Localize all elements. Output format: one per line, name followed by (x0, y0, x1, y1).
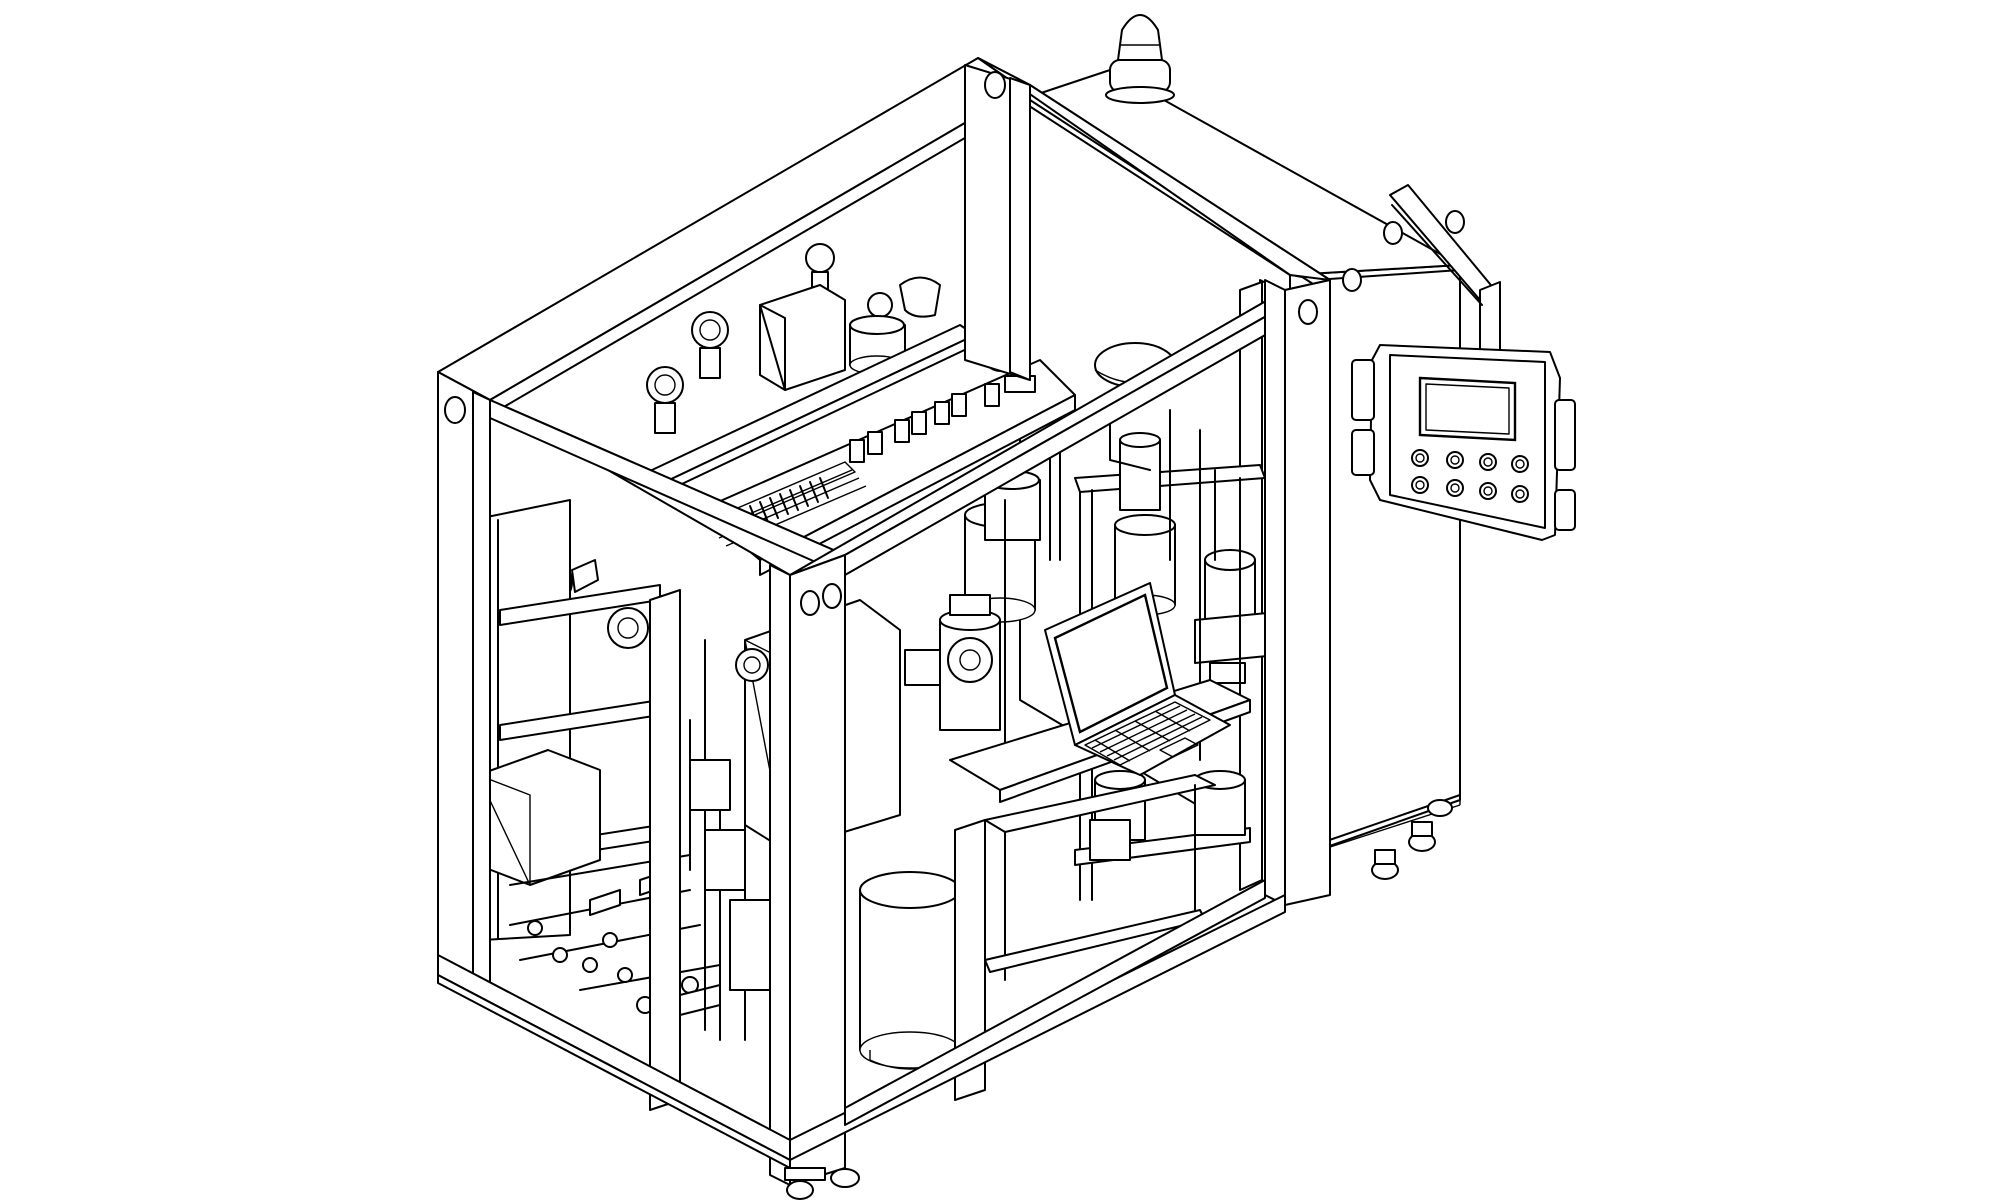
caster-wheel (784, 1167, 860, 1200)
pressure-transmitter (735, 648, 769, 682)
internal-components (477, 243, 1301, 1101)
instrument-block (759, 284, 846, 391)
lifting-hole (444, 71, 1318, 616)
caster-wheel (1427, 799, 1453, 817)
caster-wheel (1371, 849, 1399, 880)
laptop (949, 582, 1251, 803)
panel-support-arm (1389, 184, 1501, 351)
pressure-transmitter (646, 366, 684, 434)
centrifugal-pump (904, 594, 1001, 731)
vessel (1119, 432, 1161, 511)
elbow-fitting (899, 276, 941, 318)
pressure-transmitter (691, 311, 729, 379)
beacon-light (1105, 14, 1175, 104)
laptop-keyboard (1084, 701, 1211, 766)
hmi-control-panel (1351, 344, 1576, 541)
caster-wheels (784, 799, 1453, 1200)
lower-shelf (984, 774, 1216, 981)
main-frame (437, 57, 1331, 1186)
pressure-transmitter (607, 607, 649, 649)
hmi-screen (1418, 376, 1517, 442)
junction-box (477, 749, 601, 886)
hmi-buttons (1411, 449, 1529, 503)
caster-wheel (1408, 821, 1436, 852)
electric-motor (1194, 549, 1279, 684)
valve-manifold (509, 854, 721, 1016)
storage-drum (859, 871, 961, 1070)
